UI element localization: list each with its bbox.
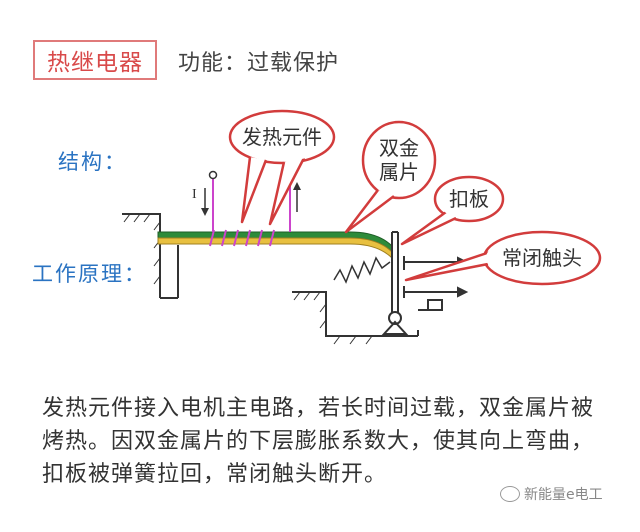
left-support xyxy=(122,213,179,299)
heating-coil xyxy=(209,229,275,247)
callout-bimetal-text: 双金 属片 xyxy=(370,136,428,184)
lever-plate xyxy=(391,231,399,318)
left-terminal xyxy=(201,170,218,232)
base-bracket xyxy=(292,291,443,337)
pivot xyxy=(381,311,409,335)
watermark: 新能量e电工 xyxy=(500,484,603,504)
current-symbol: I xyxy=(192,187,197,202)
callout-bimetal-line2: 属片 xyxy=(379,160,419,184)
description-text: 发热元件接入电机主电路，若长时间过载，双金属片被烤热。因双金属片的下层膨胀系数大… xyxy=(42,396,595,487)
callout-lever-text: 扣板 xyxy=(449,187,489,211)
spring xyxy=(333,256,391,284)
callout-lever xyxy=(400,175,505,246)
callout-nc-contact xyxy=(404,230,602,286)
structure-label: 结构： xyxy=(58,150,127,174)
callout-bimetal-line1: 双金 xyxy=(379,136,419,160)
function-subtitle: 功能：过载保护 xyxy=(178,51,340,76)
watermark-text: 新能量e电工 xyxy=(524,487,603,503)
callout-bimetal xyxy=(344,120,437,234)
left-support-hatch xyxy=(123,213,161,285)
callout-nc-contact-text: 常闭触头 xyxy=(502,246,582,270)
wechat-logo-icon xyxy=(500,486,520,502)
bimetal-strip xyxy=(157,231,393,260)
page-title: 热继电器 xyxy=(47,50,143,76)
principle-label: 工作原理： xyxy=(32,262,147,286)
title-box: 热继电器 xyxy=(33,40,157,80)
callout-heating-element xyxy=(228,109,336,226)
base-hatch xyxy=(293,291,373,345)
callout-heating-element-text: 发热元件 xyxy=(242,125,322,149)
